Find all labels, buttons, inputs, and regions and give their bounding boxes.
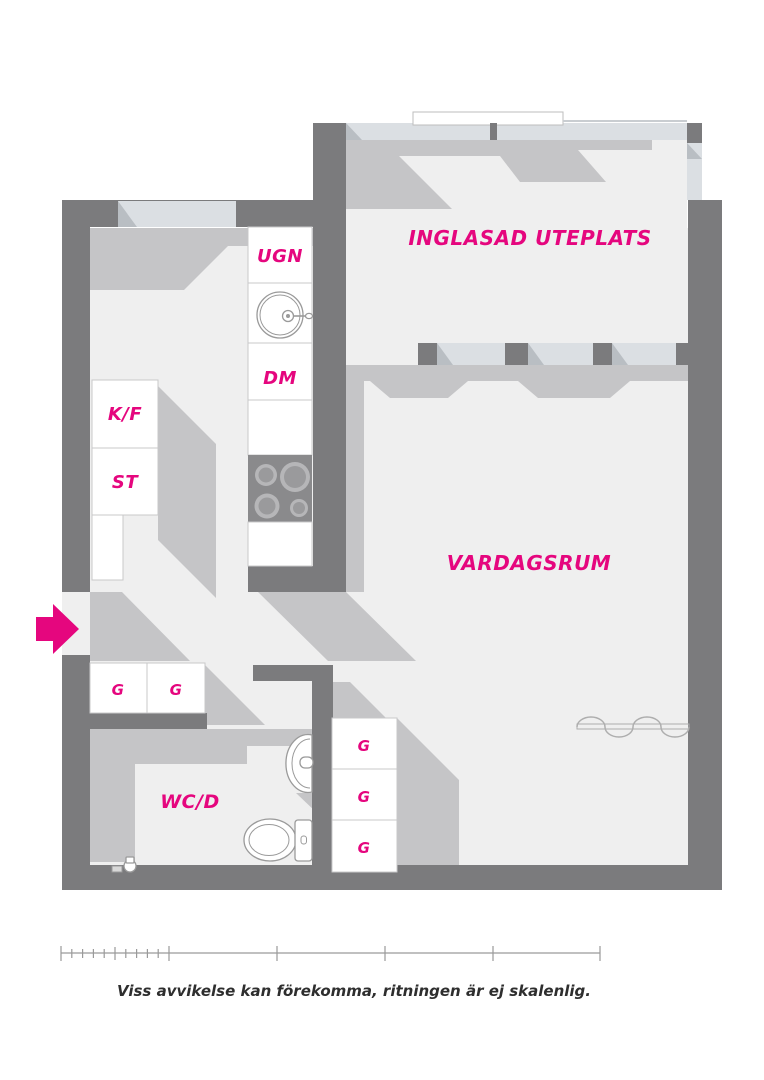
right-wall — [688, 200, 722, 890]
divider-wall-shadow — [346, 381, 364, 592]
faucet-head — [304, 312, 314, 320]
radiator-icon — [576, 716, 690, 738]
living-window-1 — [437, 343, 505, 365]
radiator-coil — [576, 716, 690, 738]
wardrobe-label: G — [358, 788, 371, 806]
oven-label: UGN — [257, 246, 303, 267]
basin-bowl-inner — [291, 738, 311, 789]
window-post-4 — [676, 343, 688, 365]
valve-body — [111, 865, 123, 873]
patio-glazing-wedge — [346, 123, 362, 140]
wardrobe-living-2 — [331, 768, 398, 821]
narrow-cabinet — [91, 514, 124, 581]
scale-bar — [60, 946, 601, 961]
fridge-shadow — [158, 386, 216, 598]
counter-cabinet-2 — [247, 521, 313, 567]
wardrobe-label: G — [358, 737, 371, 755]
patio-mullion — [490, 123, 497, 140]
kitchen-window-glass-wedge — [118, 201, 137, 227]
kitchen-divider-wall — [313, 123, 346, 592]
stove-burners — [254, 462, 310, 519]
bathroom-label: WC/D — [160, 791, 220, 813]
sink-bowl-inner — [259, 294, 301, 336]
toilet-tank — [294, 819, 313, 862]
kitchen-counter — [247, 226, 314, 567]
wardrobe-column-shadow — [397, 718, 459, 865]
dishwasher-cabinet — [247, 342, 313, 401]
oven-cabinet — [247, 226, 313, 284]
scale-minor-ticks — [71, 947, 159, 960]
toilet-icon — [243, 818, 313, 862]
burner — [258, 497, 276, 515]
bathroom-fixtures — [111, 733, 314, 873]
washbasin-icon — [285, 733, 314, 794]
sink-icon — [256, 291, 314, 339]
kitchen-window-glass — [118, 201, 236, 227]
dishwasher-label: DM — [263, 368, 297, 389]
sink-bowl — [256, 291, 304, 339]
left-wall-lower — [62, 655, 90, 890]
burner — [293, 502, 305, 514]
wc-right-wall — [312, 665, 333, 865]
patio-top-glazing — [346, 123, 687, 140]
tall-cabinet-label: ST — [112, 472, 139, 493]
patio-corner-post — [687, 123, 702, 143]
patio-opening-marker — [412, 111, 564, 126]
basin-shadow — [296, 793, 317, 813]
hall-wall-shadow — [90, 592, 190, 661]
patio-right-glazing-wedge — [687, 143, 702, 159]
patio-label: INGLASAD UTEPLATS — [408, 226, 651, 250]
fridge-freezer-label: K/F — [108, 404, 143, 425]
living-room-label: VARDAGSRUM — [447, 551, 611, 575]
wardrobe-living-3 — [331, 819, 398, 873]
wc-interior-shadow — [90, 729, 312, 862]
entrance-arrow-icon — [36, 604, 79, 654]
wardrobe-label: G — [358, 839, 371, 857]
fridge-freezer-cabinet — [91, 379, 159, 449]
disclaimer-text: Viss avvikelse kan förekomma, ritningen … — [117, 982, 591, 1000]
wardrobe-hall-1 — [89, 662, 148, 714]
toilet-button — [300, 835, 307, 845]
counter-end-shadow — [258, 592, 416, 661]
window-post-1 — [418, 343, 437, 365]
window-post-2 — [505, 343, 528, 365]
window-wall-shadow — [346, 365, 688, 398]
burner — [258, 467, 274, 483]
counter-end-wall — [248, 566, 346, 592]
basin-fitting — [299, 756, 314, 769]
toilet-bowl-inner — [248, 824, 290, 856]
left-wall-upper — [62, 200, 90, 592]
shower-valve-icon — [111, 856, 137, 873]
window-post-3 — [593, 343, 612, 365]
living-window-1-wedge — [437, 343, 453, 365]
wardrobes — [89, 662, 398, 873]
basin-bowl — [285, 733, 313, 794]
wardrobe-label: G — [112, 681, 125, 699]
burner — [284, 466, 306, 488]
tall-storage-cabinet — [91, 447, 159, 516]
labels: INGLASAD UTEPLATS VARDAGSRUM WC/D UGN DM… — [108, 226, 651, 857]
living-window-3-wedge — [612, 343, 628, 365]
living-window-2 — [528, 343, 593, 365]
sink-drain-dot — [286, 314, 290, 318]
wc-top-wall — [85, 713, 207, 729]
tall-cabinets — [91, 379, 159, 581]
counter-cabinet-1 — [247, 399, 313, 456]
living-window-3 — [612, 343, 676, 365]
wardrobe-hall-2 — [146, 662, 206, 714]
patio-top-shadow — [346, 140, 652, 182]
living-window-2-wedge — [528, 343, 544, 365]
patio-frame-line — [563, 120, 687, 122]
wardrobe-shadow — [205, 665, 265, 725]
toilet-bowl — [243, 818, 297, 862]
patio-left-shadow — [346, 156, 452, 209]
wardrobe-living-1 — [331, 717, 398, 770]
wardrobe-label: G — [170, 681, 183, 699]
valve-handle — [125, 856, 135, 864]
